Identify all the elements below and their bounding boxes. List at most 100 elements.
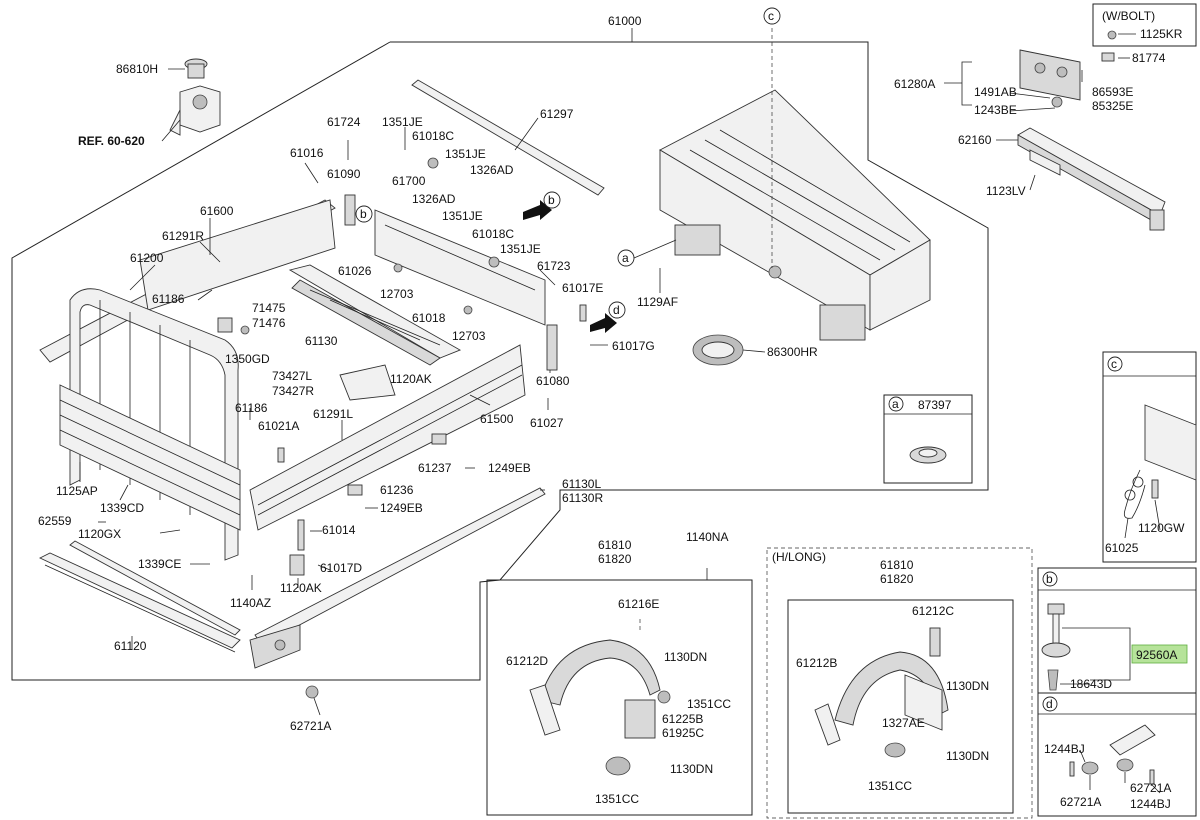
fender-61212B bbox=[814, 627, 949, 758]
rail-61120 bbox=[38, 552, 241, 649]
label-12703-b: 12703 bbox=[452, 329, 486, 343]
callout-text-c-top: c bbox=[768, 9, 774, 23]
label-61291L: 61291L bbox=[313, 407, 353, 421]
label-61018C-b: 61018C bbox=[472, 227, 514, 241]
label-1130DN-b: 1130DN bbox=[670, 762, 713, 776]
label-61237: 61237 bbox=[418, 461, 452, 475]
label-1130DN-a: 1130DN bbox=[664, 650, 707, 664]
callout-b-small bbox=[355, 205, 373, 223]
label-18643D: 18643D bbox=[1070, 677, 1112, 691]
callout-text-a-box: a bbox=[892, 397, 899, 411]
label-1140AZ: 1140AZ bbox=[230, 596, 271, 610]
label-86593E: 86593E bbox=[1092, 85, 1133, 99]
rail-61297 bbox=[411, 79, 605, 196]
label-61820-a: 61820 bbox=[598, 552, 632, 566]
label-61724: 61724 bbox=[327, 115, 361, 129]
label-1120GX: 1120GX bbox=[78, 527, 121, 541]
callout-a-box bbox=[888, 396, 904, 412]
label-61280A: 61280A bbox=[894, 77, 935, 91]
label-61810-a: 61810 bbox=[598, 538, 632, 552]
label-1351CC-a: 1351CC bbox=[687, 697, 731, 711]
callout-text-b-main: b bbox=[548, 193, 555, 207]
label-87397: 87397 bbox=[918, 398, 952, 412]
callout-text-b-small: b bbox=[360, 207, 367, 221]
floor-frame-61130 bbox=[288, 264, 462, 366]
label-61212D: 61212D bbox=[506, 654, 548, 668]
box-d-parts bbox=[1069, 724, 1156, 785]
label-1351CC-c: 1351CC bbox=[868, 779, 912, 793]
label-61212C: 61212C bbox=[912, 604, 954, 618]
label-61723: 61723 bbox=[537, 259, 571, 273]
box-a bbox=[883, 394, 973, 484]
label-71476: 71476 bbox=[252, 316, 286, 330]
callout-b-main bbox=[543, 191, 561, 209]
fender-box-hlong-outer bbox=[766, 547, 1033, 819]
rail-1339CE bbox=[69, 540, 241, 636]
label-1339CD: 1339CD bbox=[100, 501, 144, 515]
label-61018: 61018 bbox=[412, 311, 446, 325]
label-1125KR: 1125KR bbox=[1140, 27, 1183, 41]
callout-text-a-top: a bbox=[622, 251, 629, 265]
label-1120AK-b: 1120AK bbox=[280, 581, 322, 595]
label-61130L: 61130L bbox=[562, 477, 601, 491]
callout-text-c-box: c bbox=[1111, 357, 1117, 371]
label-61600: 61600 bbox=[200, 204, 234, 218]
label-71475: 71475 bbox=[252, 301, 286, 315]
label-wbolt: (W/BOLT) bbox=[1102, 9, 1155, 23]
label-61000: 61000 bbox=[608, 14, 642, 28]
label-1244BJ-b: 1244BJ bbox=[1130, 797, 1171, 811]
label-61027: 61027 bbox=[530, 416, 564, 430]
label-86300HR: 86300HR bbox=[767, 345, 818, 359]
label-61291R: 61291R bbox=[162, 229, 204, 243]
callout-b-box bbox=[1042, 571, 1058, 587]
box-b bbox=[1037, 567, 1197, 694]
label-1351JE-c: 1351JE bbox=[442, 209, 483, 223]
label-61090: 61090 bbox=[327, 167, 361, 181]
label-61016: 61016 bbox=[290, 146, 324, 160]
label-1244BJ-a: 1244BJ bbox=[1044, 742, 1085, 756]
callout-c-top bbox=[763, 7, 781, 25]
label-92560A: 92560A bbox=[1136, 648, 1177, 662]
callout-d-main bbox=[608, 301, 626, 319]
side-panel-61600 bbox=[139, 199, 336, 311]
label-61186-a: 61186 bbox=[152, 292, 185, 306]
label-1351JE-d: 1351JE bbox=[500, 242, 541, 256]
label-61200: 61200 bbox=[130, 251, 164, 265]
label-1326AD-b: 1326AD bbox=[412, 192, 456, 206]
label-61018C-a: 61018C bbox=[412, 129, 454, 143]
label-61080: 61080 bbox=[536, 374, 570, 388]
part-labels: 61000 86810H REF. 60-620 61724 1351JE 61… bbox=[38, 9, 1185, 811]
box-d bbox=[1037, 692, 1197, 817]
label-61130: 61130 bbox=[305, 334, 338, 348]
label-73427R: 73427R bbox=[272, 384, 314, 398]
label-1249EB-b: 1249EB bbox=[380, 501, 423, 515]
ref-bracket-part bbox=[169, 58, 221, 136]
headboard-61200 bbox=[59, 288, 241, 561]
label-1125AP: 1125AP bbox=[56, 484, 98, 498]
truck-bed-illustration bbox=[659, 89, 931, 341]
side-panel-61291L bbox=[249, 344, 526, 531]
tailgate-line bbox=[384, 224, 536, 291]
end-bracket-hole bbox=[274, 639, 286, 651]
label-1491AB: 1491AB bbox=[974, 85, 1017, 99]
callout-text-d-box: d bbox=[1046, 697, 1053, 711]
label-61026: 61026 bbox=[338, 264, 372, 278]
label-61017E: 61017E bbox=[562, 281, 603, 295]
label-61297: 61297 bbox=[540, 107, 574, 121]
label-1339CE: 1339CE bbox=[138, 557, 181, 571]
label-61820-b: 61820 bbox=[880, 572, 914, 586]
label-1120GW: 1120GW bbox=[1138, 521, 1185, 535]
label-12703-a: 12703 bbox=[380, 287, 414, 301]
arrow-d bbox=[590, 313, 617, 333]
highlight-92560A bbox=[1131, 644, 1188, 664]
label-62721A-main: 62721A bbox=[290, 719, 331, 733]
label-61225B: 61225B bbox=[662, 712, 703, 726]
label-1327AE: 1327AE bbox=[882, 716, 925, 730]
label-1249EB-a: 1249EB bbox=[488, 461, 531, 475]
label-1326AD-a: 1326AD bbox=[470, 163, 514, 177]
label-61017G: 61017G bbox=[612, 339, 655, 353]
callout-text-b-box: b bbox=[1046, 572, 1053, 586]
label-1123LV: 1123LV bbox=[986, 184, 1026, 198]
label-61236: 61236 bbox=[380, 483, 414, 497]
